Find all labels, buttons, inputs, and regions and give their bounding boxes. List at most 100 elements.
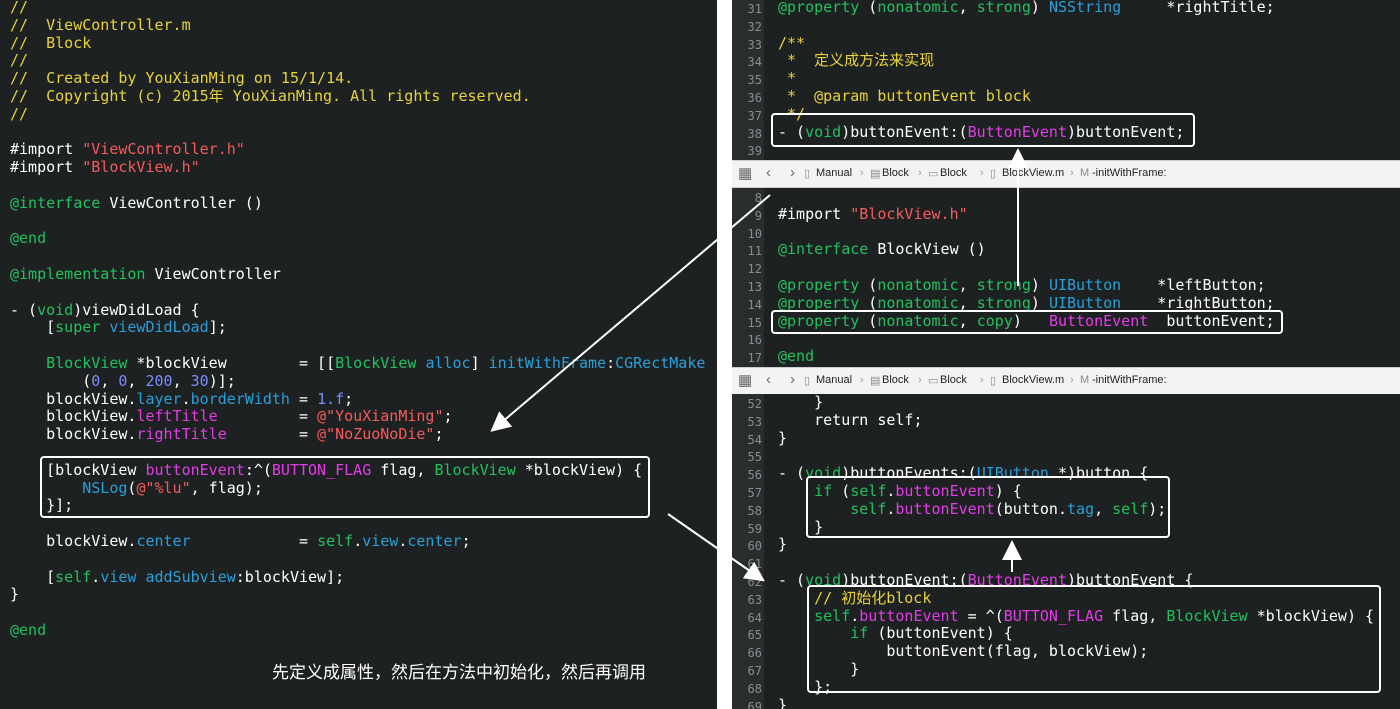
code-token: . — [91, 567, 101, 586]
code-token: flag, — [371, 460, 435, 479]
code-token: ButtonEvent — [1048, 311, 1149, 330]
code-line: blockView.rightTitle = @"NoZuoNoDie"; — [10, 425, 705, 444]
code-token: "BlockView.h" — [82, 158, 200, 177]
breadcrumb-item[interactable]: Block — [882, 374, 909, 386]
code-token: buttonEvent — [895, 499, 995, 518]
line-number: 66 — [747, 646, 762, 661]
related-items-icon[interactable]: ▦ — [738, 372, 753, 389]
code-token: @end — [778, 347, 815, 366]
left-code-editor[interactable]: //// ViewController.m// Block//// Create… — [0, 0, 717, 709]
code-token: BlockView — [1166, 606, 1248, 625]
breadcrumb-item[interactable]: BlockView.m — [1002, 374, 1065, 386]
code-line: * 定义成方法来实现 — [778, 51, 934, 70]
code-line: // Created by YouXianMing on 15/1/14. — [10, 69, 705, 88]
code-token: self — [55, 567, 92, 586]
code-token: rightTitle — [136, 425, 227, 444]
code-token: )buttonEvent:( — [841, 570, 968, 589]
code-token: } — [778, 394, 824, 411]
code-token: (button. — [994, 499, 1067, 518]
code-token: @property — [778, 311, 860, 330]
breadcrumb-item[interactable]: Block — [940, 167, 967, 179]
related-items-icon[interactable]: ▦ — [738, 165, 753, 182]
breadcrumb-icon: ▭ — [928, 375, 939, 387]
code-line — [10, 213, 705, 231]
back-arrow-icon[interactable]: ‹ — [766, 371, 771, 388]
code-token: ) { — [994, 481, 1022, 500]
code-token: @property — [778, 0, 860, 16]
code-token: @interface — [778, 240, 869, 259]
breadcrumb-item[interactable]: Manual — [816, 167, 853, 179]
code-token: ) — [1030, 275, 1049, 294]
forward-arrow-icon[interactable]: › — [790, 164, 795, 181]
code-token: *rightTitle; — [1121, 0, 1275, 16]
back-arrow-icon[interactable]: ‹ — [766, 164, 771, 181]
code-row: 9#import "BlockView.h" — [732, 205, 1400, 224]
code-token: void — [805, 122, 842, 141]
breadcrumb-item[interactable]: Block — [882, 167, 909, 179]
code-line: // — [10, 0, 705, 17]
code-token: ( — [832, 481, 851, 500]
code-token: @"NoZuoNoDie" — [317, 425, 435, 444]
breadcrumb-icon: M — [1080, 374, 1090, 386]
code-token: copy — [976, 311, 1013, 330]
code-token: BlockView — [434, 460, 516, 479]
code-token: strong — [976, 0, 1031, 16]
breadcrumb-item[interactable]: Block — [940, 374, 967, 386]
line-number: 32 — [747, 19, 762, 34]
code-token: ViewController — [145, 264, 281, 283]
code-token: ( — [127, 478, 137, 497]
code-token: . — [398, 531, 408, 550]
breadcrumb-item[interactable]: Manual — [816, 374, 853, 386]
breadcrumb-icon: M — [1080, 167, 1090, 179]
code-line: * @param buttonEvent block — [778, 87, 1031, 106]
breadcrumb-icon: ▤ — [870, 168, 881, 180]
code-row: 10 — [732, 224, 1400, 242]
code-line: @implementation ViewController — [10, 264, 705, 284]
code-line: } — [778, 394, 823, 412]
right-editor-header[interactable]: 31@property (nonatomic, strong) NSString… — [732, 0, 1400, 160]
code-token: 0 — [91, 371, 101, 390]
breadcrumb-item[interactable]: -initWithFrame: — [1092, 167, 1167, 179]
code-token: , — [958, 0, 977, 16]
breadcrumb-separator: › — [860, 167, 864, 179]
breadcrumb-icon: ▯ — [990, 375, 997, 387]
code-row: 67 } — [732, 660, 1400, 679]
left-highlight-box — [40, 456, 650, 518]
code-token: ) — [1030, 293, 1049, 312]
code-row: 65 if (buttonEvent) { — [732, 624, 1400, 643]
forward-arrow-icon[interactable]: › — [790, 371, 795, 388]
code-token: BlockView — [335, 353, 417, 372]
code-row: 62- (void)buttonEvent:(ButtonEvent)butto… — [732, 570, 1400, 590]
code-token: ( — [859, 293, 878, 312]
code-token: - ( — [778, 464, 806, 483]
code-token: borderWidth — [190, 389, 290, 408]
breadcrumb-item[interactable]: -initWithFrame: — [1092, 374, 1167, 386]
code-line: @end — [10, 229, 705, 248]
code-line — [10, 284, 705, 302]
code-line: } — [778, 696, 787, 709]
jump-bar-1[interactable]: ▦‹›▯Manual›▤Block›▭Block›▯BlockView.m›M-… — [732, 160, 1400, 188]
code-line: NSLog(@"%lu", flag); — [10, 478, 705, 498]
line-number: 63 — [747, 592, 762, 607]
code-token: alloc — [425, 353, 471, 372]
code-token: view — [100, 567, 137, 586]
code-line: blockView.leftTitle = @"YouXianMing"; — [10, 407, 705, 426]
code-token: *blockView) { — [515, 460, 643, 479]
code-line: if (self.buttonEvent) { — [778, 481, 1022, 501]
code-row: 61 — [732, 554, 1400, 572]
jump-bar-2[interactable]: ▦‹›▯Manual›▤Block›▭Block›▯BlockView.m›M-… — [732, 367, 1400, 395]
code-token: if — [814, 481, 833, 500]
code-token: . — [181, 389, 191, 408]
code-token: leftTitle — [136, 407, 218, 426]
code-token: if — [850, 624, 869, 643]
code-token: BlockView () — [868, 240, 986, 259]
code-line: // ViewController.m — [10, 16, 705, 35]
code-token: nonatomic — [877, 293, 959, 312]
code-token: ) — [1030, 0, 1049, 16]
code-token: [blockView — [10, 460, 146, 479]
code-token: BUTTON_FLAG — [271, 460, 372, 479]
code-token: UIButton — [1048, 293, 1122, 312]
breadcrumb-item[interactable]: BlockView.m — [1002, 167, 1065, 179]
code-token: blockView. — [10, 425, 137, 444]
